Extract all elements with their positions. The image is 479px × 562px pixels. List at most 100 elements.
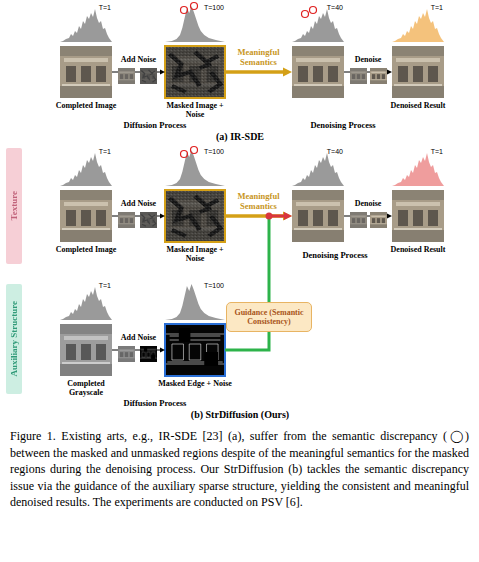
image-caption: Completed Image [52, 101, 120, 110]
connector [266, 212, 293, 302]
process-label: (a) IR-SDE [170, 131, 310, 143]
histogram [165, 6, 225, 42]
timestep-label: T=1 [99, 148, 111, 156]
histogram [165, 284, 225, 320]
histogram [165, 150, 225, 186]
photo [60, 190, 112, 242]
photo [392, 46, 444, 98]
red-circle [191, 3, 198, 10]
red-circle [181, 7, 188, 14]
connector [225, 332, 269, 350]
histogram [292, 153, 344, 186]
thumbnail [350, 212, 367, 228]
branch-band: Texture [6, 148, 22, 264]
timestep-label: T=1 [431, 4, 443, 12]
red-circle [181, 151, 188, 158]
image-node: T=100Masked Image + Noise [165, 148, 225, 242]
arrow-head [283, 212, 292, 221]
connector-line [225, 332, 269, 350]
arrow-head [160, 70, 165, 75]
photo [165, 46, 225, 98]
thumbnail [370, 68, 387, 84]
photo [60, 46, 112, 98]
timestep-label: T=40 [327, 148, 343, 156]
edge-label: Add Noise [109, 55, 169, 64]
timestep-label: T=1 [99, 282, 111, 290]
photo [292, 46, 344, 98]
photo-border [165, 190, 225, 242]
thumbnail [140, 346, 157, 362]
image-node: T=40 [292, 4, 344, 98]
photo-border [165, 46, 225, 98]
red-circle [191, 147, 198, 154]
photo [60, 324, 112, 376]
image-node: T=1Completed Image [60, 148, 112, 242]
image-caption: Denoised Result [384, 245, 452, 254]
photo [392, 190, 444, 242]
histogram [292, 9, 344, 42]
photo [165, 324, 225, 376]
photo [292, 190, 344, 242]
red-circle [302, 11, 309, 18]
figure-caption: Figure 1. Existing arts, e.g., IR-SDE [2… [10, 428, 469, 511]
process-label: Denoising Process [288, 120, 398, 130]
timestep-label: T=100 [204, 282, 224, 290]
arrow-head [387, 214, 392, 219]
arrow-head [387, 70, 392, 75]
edge-label: Denoise [338, 199, 398, 208]
arrow-head [160, 214, 165, 219]
histogram [60, 287, 112, 320]
histogram [60, 9, 112, 42]
band-label: Texture [9, 191, 19, 221]
image-node: T=100Masked Edge + Noise [165, 282, 225, 376]
red-circle [310, 7, 317, 14]
edge-label: Meaningful Semantics [227, 191, 291, 211]
image-node: T=1Completed Grayscale [60, 282, 112, 376]
thumbnail [118, 68, 135, 84]
timestep-label: T=40 [327, 4, 343, 12]
photos [60, 46, 444, 376]
process-label: Diffusion Process [100, 398, 210, 408]
branch-band: Auxiliary Structure [6, 284, 22, 394]
image-node: T=100Masked Image + Noise [165, 4, 225, 98]
guidance-box: Guidance (Semantic Consistency) [226, 302, 312, 332]
histograms [60, 6, 444, 320]
connector-line [225, 214, 286, 218]
histogram [392, 9, 444, 42]
process-label: Denoising Process [285, 250, 385, 260]
image-node: T=1Denoised Result [392, 4, 444, 98]
arrow-head [284, 212, 292, 220]
connector [225, 212, 292, 221]
image-caption: Masked Image + Noise [157, 245, 233, 263]
edge-label: Denoise [338, 55, 398, 64]
connector [225, 68, 292, 77]
thumbnail [370, 212, 387, 228]
histogram [392, 153, 444, 186]
timestep-label: T=1 [99, 4, 111, 12]
arrow-head [160, 348, 165, 353]
image-caption: Completed Grayscale [52, 379, 120, 397]
process-label: (b) StrDiffusion (Ours) [150, 409, 330, 421]
thumbnail [350, 68, 367, 84]
box-label: Guidance (Semantic Consistency) [230, 308, 308, 326]
thumbnail [118, 346, 135, 362]
image-caption: Masked Image + Noise [157, 101, 233, 119]
image-caption: Masked Edge + Noise [157, 379, 233, 388]
photo-border [165, 324, 225, 376]
photo [165, 190, 225, 242]
image-caption: Denoised Result [384, 101, 452, 110]
connector-line [268, 216, 271, 302]
edge-label: Add Noise [109, 333, 169, 342]
merge-dot [266, 213, 273, 220]
histogram [60, 153, 112, 186]
thumbnail [140, 212, 157, 228]
image-node: T=40 [292, 148, 344, 242]
thumbnail [140, 68, 157, 84]
edge-label: Meaningful Semantics [227, 47, 291, 67]
image-node: T=1Completed Image [60, 4, 112, 98]
process-label: Diffusion Process [100, 120, 210, 130]
image-caption: Completed Image [52, 245, 120, 254]
